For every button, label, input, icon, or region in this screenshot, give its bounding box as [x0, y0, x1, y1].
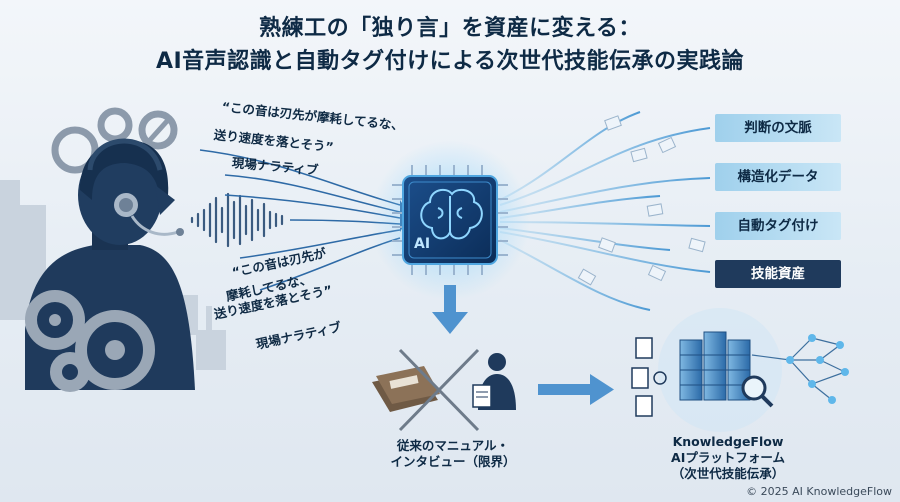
- page-title-line-2: AI音声認識と自動タグ付けによる次世代技能伝承の実践論: [155, 49, 745, 74]
- down-arrow: [432, 285, 468, 334]
- output-tag-judgment-context: 判断の文脈: [715, 114, 841, 142]
- platform-caption-line-1: KnowledgeFlow: [672, 434, 784, 449]
- sound-waveform: [190, 192, 284, 248]
- legacy-caption: 従来のマニュアル・ インタビュー（限界）: [368, 438, 538, 470]
- output-streams: [499, 111, 711, 311]
- legacy-caption-line-1: 従来のマニュアル・: [396, 438, 510, 453]
- platform-caption-line-2: AIプラットフォーム: [671, 450, 785, 465]
- platform-caption-line-3: （次世代技能伝承）: [671, 466, 785, 481]
- server-stack-icon: [679, 331, 751, 401]
- gear-hub: [49, 314, 125, 360]
- document-icons-left: [631, 337, 667, 417]
- output-tag-auto-tagging: 自動タグ付け: [715, 212, 841, 240]
- cross-mark-icon: [398, 348, 480, 432]
- gear-icon-top: [51, 107, 178, 174]
- platform-caption: KnowledgeFlow AIプラットフォーム （次世代技能伝承）: [648, 434, 808, 482]
- wrench-icon: [148, 118, 170, 142]
- legacy-caption-line-2: インタビュー（限界）: [390, 454, 516, 469]
- output-tag-skill-assets: 技能資産: [715, 260, 841, 288]
- copyright-text: © 2025 AI KnowledgeFlow: [746, 485, 892, 498]
- flying-document-icons: [577, 115, 706, 286]
- magnifier-icon: [741, 375, 774, 408]
- page-title-line-1: 熟練工の「独り言」を資産に変える：: [259, 16, 641, 41]
- ai-chip-label: AI: [414, 236, 431, 252]
- brain-icon: [420, 188, 483, 240]
- headset-icon: [87, 138, 184, 236]
- interviewer-icon: [472, 353, 516, 410]
- gear-icon-bottom: [25, 290, 155, 392]
- network-graph-icon: [751, 334, 849, 404]
- right-arrow: [538, 374, 614, 405]
- output-tag-structured-data: 構造化データ: [715, 163, 841, 191]
- manual-book-icon: [372, 366, 440, 412]
